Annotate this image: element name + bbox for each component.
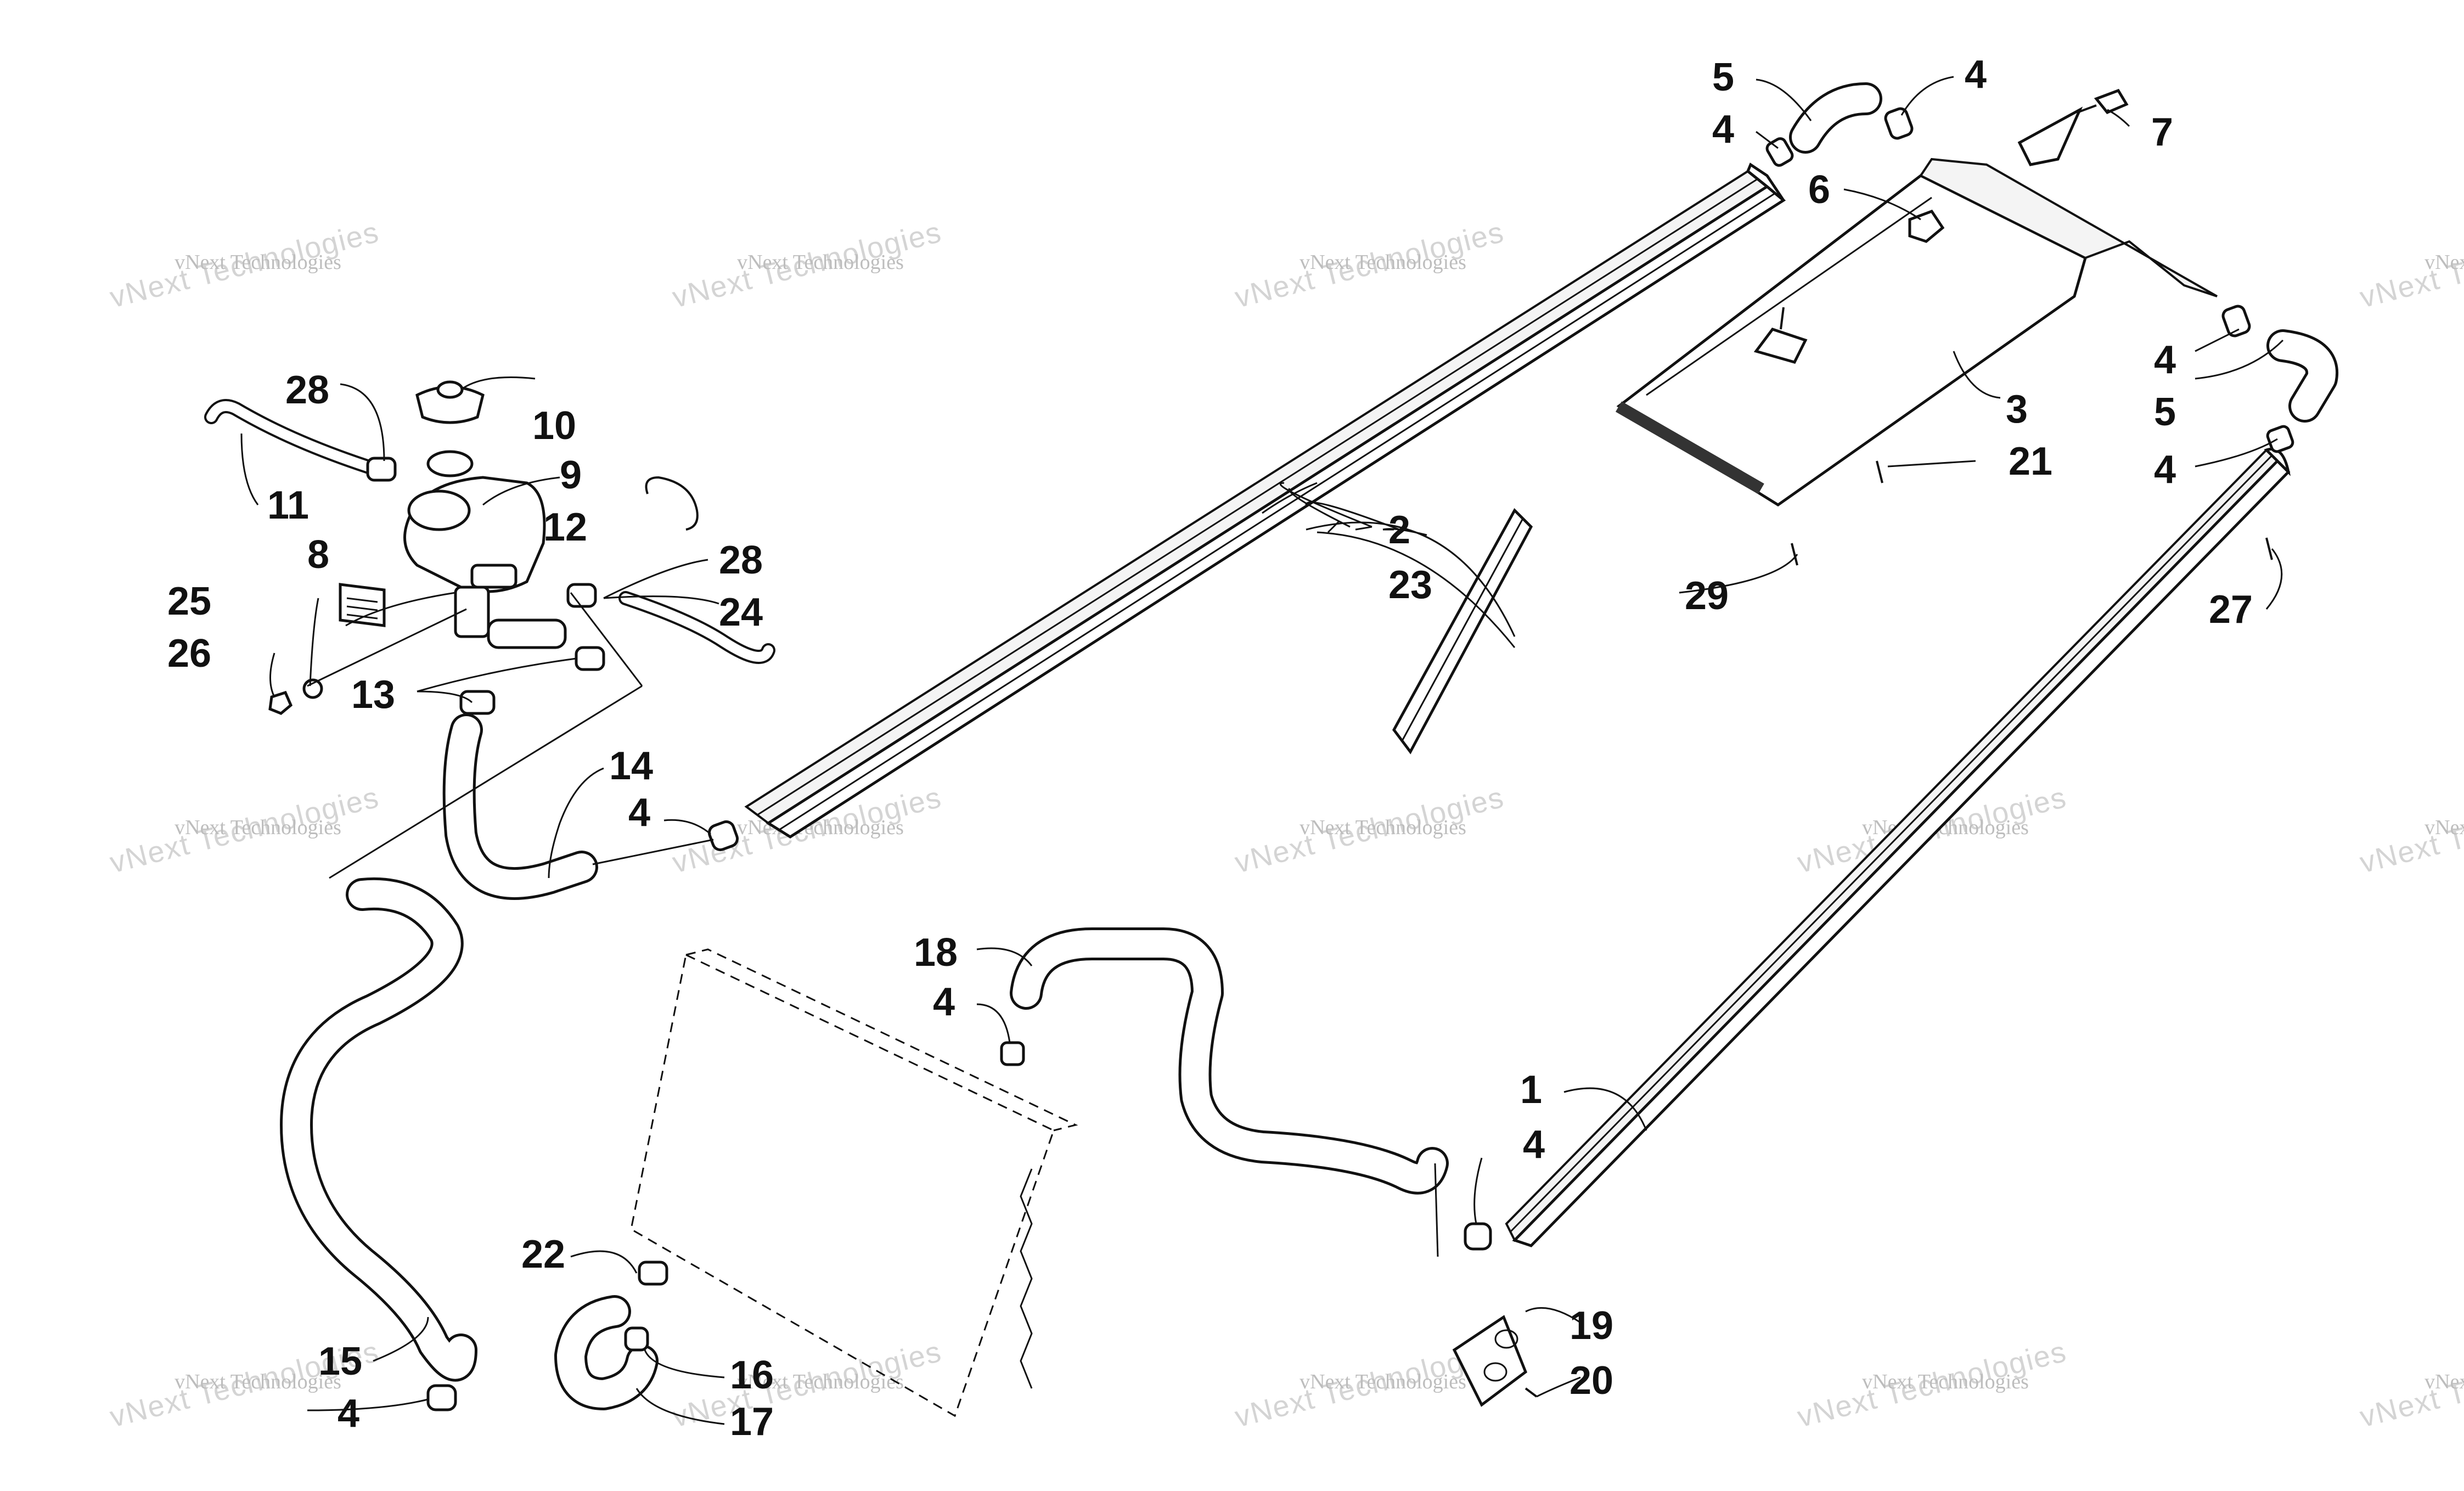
hose-5-right xyxy=(2266,329,2339,423)
callout-4: 4 xyxy=(2154,448,2176,492)
hose-14 xyxy=(442,713,598,900)
cooler-rail-right xyxy=(1505,448,2291,1247)
watermark-small: vNext Technologies xyxy=(1299,816,1466,839)
callout-6: 6 xyxy=(1808,168,1830,212)
callout-23: 23 xyxy=(1388,563,1432,607)
callout-8: 8 xyxy=(307,533,329,577)
callout-18: 18 xyxy=(914,931,958,975)
callout-4: 4 xyxy=(1712,108,1734,151)
callout-20: 20 xyxy=(1569,1359,1613,1403)
watermark-small: vNext Technologies xyxy=(1299,1370,1466,1393)
callout-13: 13 xyxy=(351,673,395,717)
callout-1: 1 xyxy=(1520,1068,1542,1112)
callout-5: 5 xyxy=(1712,55,1734,99)
leader-lines xyxy=(240,76,2284,1425)
callout-19: 19 xyxy=(1569,1304,1613,1348)
nut-and-washer xyxy=(268,678,323,715)
watermark-small: vNext Technologies xyxy=(1299,251,1466,274)
callout-25: 25 xyxy=(167,579,211,623)
hose-15 xyxy=(280,877,477,1382)
heat-exchanger-outline xyxy=(630,948,1078,1417)
callout-28: 28 xyxy=(285,368,329,412)
watermark-small: vNext Technologies xyxy=(737,1370,904,1393)
callout-4: 4 xyxy=(2154,338,2176,382)
cooler-panel xyxy=(1615,157,2218,507)
callout-10: 10 xyxy=(532,404,576,448)
callout-14: 14 xyxy=(609,744,653,788)
callout-17: 17 xyxy=(730,1400,774,1444)
decal xyxy=(339,583,386,627)
callout-4: 4 xyxy=(1523,1123,1545,1167)
watermark-small: vNext Technologies xyxy=(2424,251,2464,274)
callout-24: 24 xyxy=(719,590,763,634)
callout-7: 7 xyxy=(2151,110,2173,154)
callout-4: 4 xyxy=(337,1392,359,1436)
callout-26: 26 xyxy=(167,632,211,676)
watermark-small: vNext Technologies xyxy=(1862,1370,2029,1393)
watermark-small: vNext Technologies xyxy=(175,816,341,839)
callout-27: 27 xyxy=(2209,588,2253,632)
nut-6 xyxy=(1908,209,1945,243)
callout-28: 28 xyxy=(719,538,763,582)
radiator-cap xyxy=(415,380,485,477)
retaining-clip xyxy=(645,476,699,531)
callout-21: 21 xyxy=(2009,440,2052,483)
callout-16: 16 xyxy=(730,1353,774,1397)
callout-4: 4 xyxy=(628,791,650,835)
channel-bracket xyxy=(1392,508,1533,755)
watermark-small: vNext Technologies xyxy=(175,1370,341,1393)
bolt-7 xyxy=(2017,88,2129,166)
callout-9: 9 xyxy=(560,453,582,497)
hose-11 xyxy=(204,399,391,479)
bracket-19 xyxy=(1452,1315,1528,1407)
callout-22: 22 xyxy=(521,1233,565,1276)
hose-clamps xyxy=(366,107,2294,1411)
callout-11: 11 xyxy=(267,483,309,527)
expansion-tank xyxy=(403,476,567,649)
hose-17 xyxy=(554,1295,659,1410)
cooler-rail-left xyxy=(744,162,1786,839)
hose-5-upper xyxy=(1789,82,1882,154)
callout-15: 15 xyxy=(318,1340,362,1383)
watermark-small: vNext Technologies xyxy=(737,251,904,274)
callout-3: 3 xyxy=(2006,387,2028,431)
rivets xyxy=(1524,460,2273,1398)
callout-2: 2 xyxy=(1388,508,1410,552)
watermark-small: vNext Technologies xyxy=(2424,816,2464,839)
callout-4: 4 xyxy=(1965,53,1987,97)
watermark-small: vNext Technologies xyxy=(175,251,341,274)
watermark-small: vNext Technologies xyxy=(2424,1370,2464,1393)
hose-24 xyxy=(618,591,775,664)
callout-4: 4 xyxy=(933,980,955,1024)
callout-29: 29 xyxy=(1685,574,1729,618)
callout-12: 12 xyxy=(543,505,587,549)
hose-18 xyxy=(1010,927,1449,1195)
callout-5: 5 xyxy=(2154,390,2176,434)
